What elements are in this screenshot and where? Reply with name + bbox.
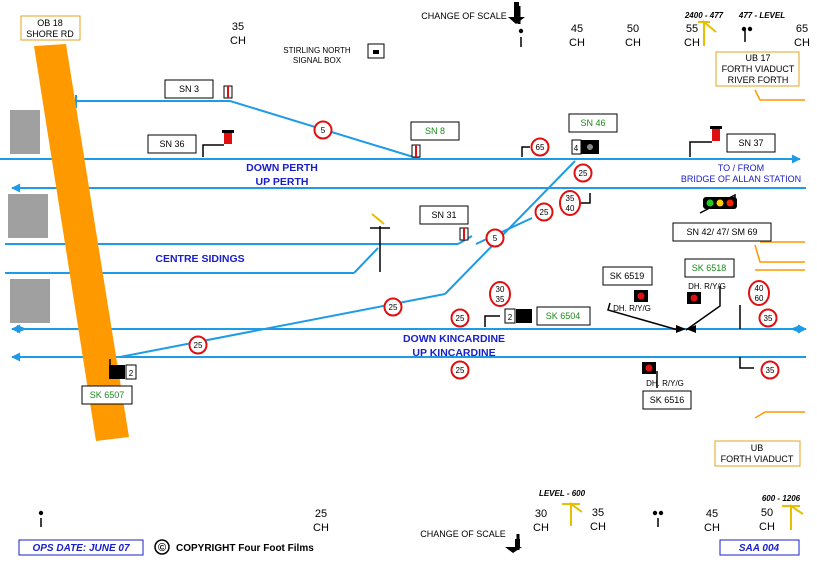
speed-65: 65: [536, 143, 545, 152]
copyright-symbol: ©: [158, 542, 166, 554]
ub17-label: FORTH VIADUCT: [722, 64, 795, 74]
speed-5: 5: [321, 126, 326, 135]
signal-sn42: SN 42/ 47/ SM 69: [686, 227, 757, 237]
signal-sn3: SN 3: [179, 84, 199, 94]
dh-label: DH. R/Y/G: [613, 304, 651, 313]
signal-sk6519: SK 6519: [610, 271, 645, 281]
speed-25: 25: [579, 169, 588, 178]
ob18-label: OB 18: [37, 18, 63, 28]
signal-sn31: SN 31: [431, 210, 456, 220]
chainage-ch: CH: [794, 37, 810, 49]
speed-25: 25: [456, 366, 465, 375]
chainage-50: 50: [627, 23, 639, 35]
chainage-ch: CH: [704, 522, 720, 534]
line-down-perth: DOWN PERTH: [246, 162, 318, 174]
signal-sn36: SN 36: [159, 139, 184, 149]
to-from-label: TO / FROM: [718, 163, 764, 173]
speed-25: 25: [456, 314, 465, 323]
ref-box: [719, 539, 800, 556]
indicator-4: 4: [574, 144, 579, 153]
speed-40: 40: [566, 204, 575, 213]
ops-date-box: [18, 539, 144, 556]
signal-heads: [109, 85, 737, 379]
platform-block: [10, 279, 50, 323]
speed-25: 25: [540, 208, 549, 217]
line-centre-sidings: CENTRE SIDINGS: [155, 253, 244, 265]
platform-block: [10, 110, 40, 154]
signal-sk6507: SK 6507: [90, 390, 125, 400]
platform-block: [8, 194, 48, 238]
chainage-45: 45: [706, 508, 718, 520]
ub-label: UB: [751, 443, 764, 453]
speed-60: 60: [755, 294, 764, 303]
signal-sn37: SN 37: [738, 138, 763, 148]
chainage-ch: CH: [313, 522, 329, 534]
speed-35: 35: [496, 295, 505, 304]
chainage-35: 35: [232, 21, 244, 33]
signal-sk6518: SK 6518: [692, 263, 727, 273]
ub17-label: UB 17: [745, 53, 770, 63]
speed-restrictions: [188, 120, 780, 380]
gradient-label: LEVEL - 600: [539, 489, 586, 498]
gradient-label: 477 - LEVEL: [738, 11, 785, 20]
signal-sk6504: SK 6504: [546, 311, 581, 321]
speed-25: 25: [194, 341, 203, 350]
signal-sk6516: SK 6516: [650, 395, 685, 405]
line-up-perth: UP PERTH: [256, 176, 309, 188]
chainage-ch: CH: [625, 37, 641, 49]
change-of-scale-bottom: CHANGE OF SCALE: [420, 529, 506, 539]
line-up-kincardine: UP KINCARDINE: [412, 347, 495, 359]
chainage-ch: CH: [590, 521, 606, 533]
crossover: [444, 160, 576, 295]
gradient-label: 600 - 1206: [762, 494, 801, 503]
chainage-45: 45: [571, 23, 583, 35]
chainage-ch: CH: [759, 521, 775, 533]
chainage-ch: CH: [533, 522, 549, 534]
ub-label: FORTH VIADUCT: [721, 454, 794, 464]
chainage-ch: CH: [569, 37, 585, 49]
indicator-2: 2: [508, 313, 513, 322]
speed-40: 40: [755, 284, 764, 293]
dh-label: DH. R/Y/G: [688, 282, 726, 291]
gradient-label: 2400 - 477: [684, 11, 724, 20]
speed-25: 25: [389, 303, 398, 312]
speed-35: 35: [566, 194, 575, 203]
signal-box-label: SIGNAL BOX: [293, 56, 342, 65]
chainage-ch: CH: [230, 35, 246, 47]
signal-box-label: STIRLING NORTH: [283, 46, 351, 55]
ref-label: SAA 004: [739, 543, 780, 554]
chainage-ch: CH: [684, 37, 700, 49]
ob18-box: [20, 15, 81, 41]
chainage-50: 50: [761, 507, 773, 519]
speed-30: 30: [496, 285, 505, 294]
chainage-55: 55: [686, 23, 698, 35]
ob18-label: SHORE RD: [26, 29, 74, 39]
chainage-35: 35: [592, 507, 604, 519]
signal-sn46: SN 46: [580, 118, 605, 128]
to-from-label: BRIDGE OF ALLAN STATION: [681, 174, 801, 184]
ops-date: OPS DATE: JUNE 07: [32, 543, 129, 554]
copyright-text: COPYRIGHT Four Foot Films: [176, 543, 314, 554]
chainage-65: 65: [796, 23, 808, 35]
line-down-kincardine: DOWN KINCARDINE: [403, 333, 505, 345]
speed-35: 35: [766, 366, 775, 375]
change-of-scale-top: CHANGE OF SCALE: [421, 11, 507, 21]
ub-box: [714, 440, 801, 467]
indicator-2: 2: [129, 369, 134, 378]
ub17-label: RIVER FORTH: [728, 75, 789, 85]
chainage-25: 25: [315, 508, 327, 520]
signal-sn8: SN 8: [425, 126, 445, 136]
copyright-icon: [154, 539, 170, 555]
chainage-30: 30: [535, 508, 547, 520]
dh-label: DH. R/Y/G: [646, 379, 684, 388]
speed-5: 5: [493, 234, 498, 243]
ub17-box: [715, 51, 800, 87]
overbridge-ob18: [34, 44, 129, 441]
speed-35: 35: [764, 314, 773, 323]
